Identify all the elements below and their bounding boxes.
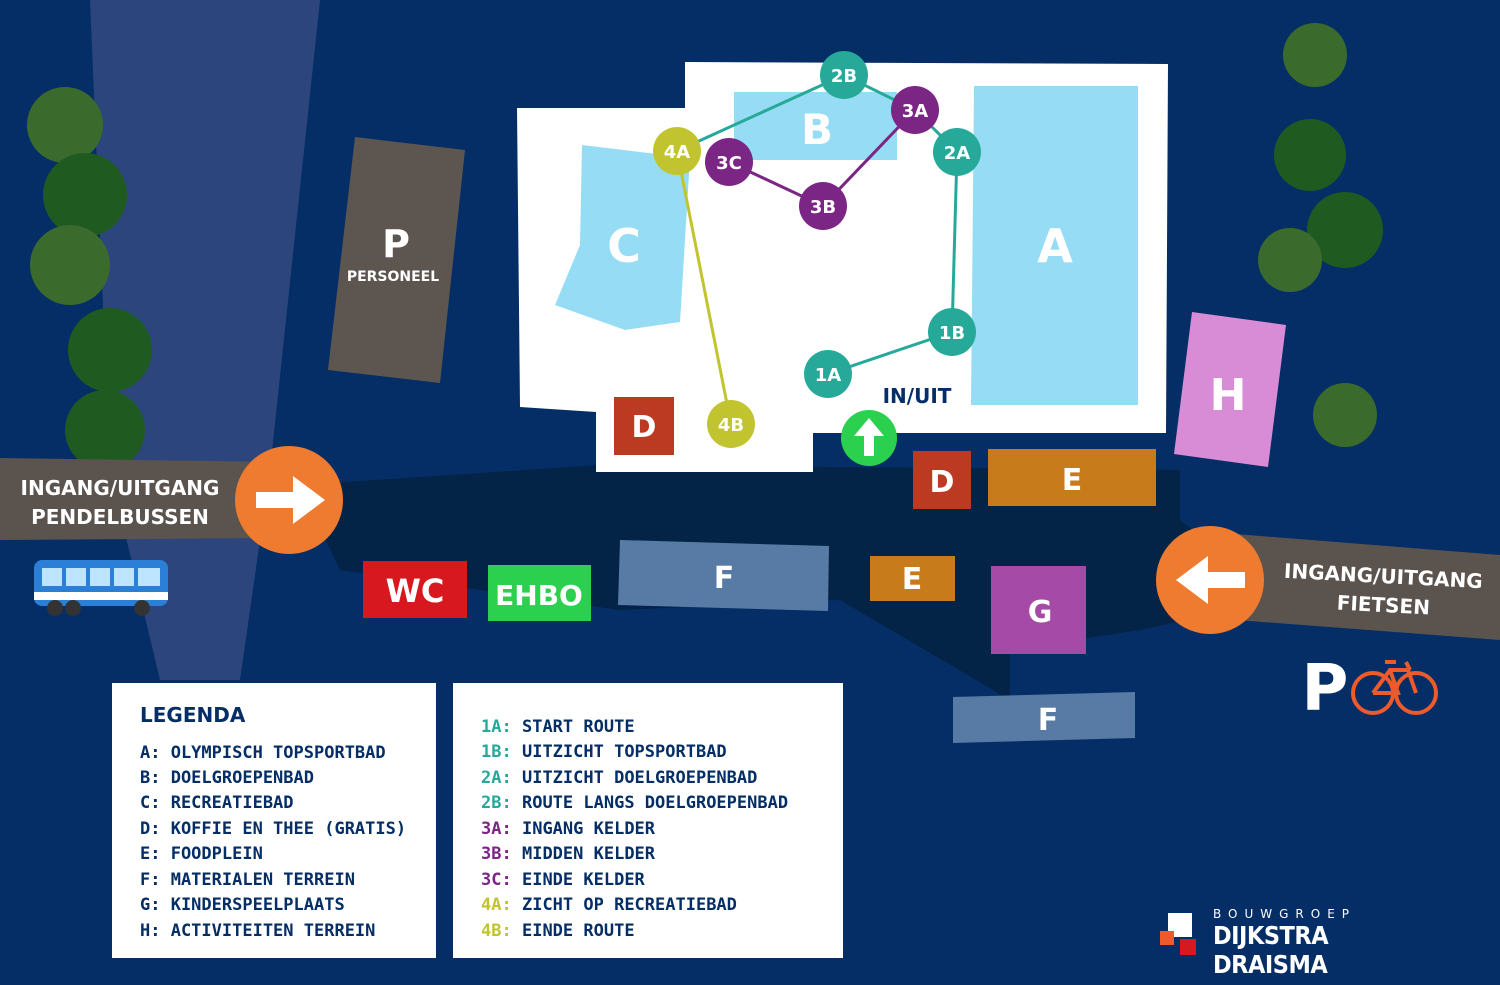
label-f1: F [714, 561, 735, 596]
label-c: C [607, 219, 641, 273]
label-a: A [1037, 219, 1073, 273]
label-h: H [1210, 370, 1247, 421]
route-label-3a: 3A [902, 101, 929, 122]
label-f2: F [1038, 703, 1059, 738]
wc-block[interactable] [363, 561, 467, 618]
route-label-1a: 1A [815, 365, 842, 386]
brand-mark-icon [1160, 913, 1196, 955]
route-legend-item: 4A: ZICHT OP RECREATIEBAD [481, 895, 737, 915]
route-legend-box: 1A: START ROUTE 1B: UITZICHT TOPSPORTBAD… [453, 683, 843, 958]
route-marker-2b[interactable] [820, 51, 868, 99]
building-f2[interactable] [953, 692, 1135, 743]
entrance-left-arrow-icon[interactable] [235, 446, 343, 554]
route-marker-3b[interactable] [799, 182, 847, 230]
route-label-4a: 4A [664, 142, 691, 163]
building-e1[interactable] [988, 449, 1156, 506]
label-d1: D [632, 410, 657, 445]
route-legend-item: 4B: EINDE ROUTE [481, 921, 635, 941]
label-personeel: PERSONEEL [347, 269, 439, 285]
route-label-4b: 4B [718, 415, 744, 436]
route-marker-4a[interactable] [653, 127, 701, 175]
route-marker-1b[interactable] [928, 308, 976, 356]
legend-title: LEGENDA [140, 703, 246, 727]
legend-item: F: MATERIALEN TERREIN [140, 870, 355, 890]
entrance-left-line1: INGANG/UITGANG [21, 476, 220, 500]
pool-b[interactable] [734, 92, 897, 160]
route-legend-item: 2A: UITZICHT DOELGROEPENBAD [481, 768, 758, 788]
route-legend-item: 1B: UITZICHT TOPSPORTBAD [481, 742, 727, 762]
brand-logo: BOUWGROEP DIJKSTRA DRAISMA [1158, 905, 1438, 979]
route-marker-2a[interactable] [933, 128, 981, 176]
route-legend-item: 2B: ROUTE LANGS DOELGROEPENBAD [481, 793, 789, 813]
legend-item: C: RECREATIEBAD [140, 793, 294, 813]
label-wc: WC [386, 572, 445, 610]
building-d2[interactable] [913, 451, 971, 509]
bus-icon [34, 560, 168, 616]
route-marker-3a[interactable] [891, 86, 939, 134]
road-left [0, 458, 280, 540]
in-uit-label: IN/UIT [883, 384, 952, 408]
route-label-2a: 2A [944, 143, 971, 164]
building-h[interactable] [1174, 312, 1286, 467]
route-marker-3c[interactable] [705, 138, 753, 186]
brand-main-text: DIJKSTRA DRAISMA [1213, 921, 1329, 979]
road-right [1210, 532, 1500, 640]
in-uit-arrow-icon[interactable] [841, 410, 897, 466]
building-e2[interactable] [870, 556, 955, 601]
route-label-3c: 3C [716, 153, 742, 174]
entrance-left-line2: PENDELBUSSEN [31, 505, 209, 529]
route-marker-4b[interactable] [707, 400, 755, 448]
label-d2: D [930, 465, 955, 500]
label-e2: E [902, 562, 923, 597]
entrance-right-arrow-icon[interactable] [1156, 526, 1264, 634]
legend-item: E: FOODPLEIN [140, 844, 263, 864]
route-label-3b: 3B [810, 197, 836, 218]
legend-item: A: OLYMPISCH TOPSPORTBAD [140, 743, 386, 763]
route-legend-item: 3C: EINDE KELDER [481, 870, 645, 890]
ehbo-block[interactable] [488, 565, 591, 621]
route-legend-item: 3A: INGANG KELDER [481, 819, 656, 839]
building-f1[interactable] [618, 540, 829, 611]
pool-c[interactable] [555, 145, 690, 330]
trees-left [27, 23, 1383, 470]
label-e1: E [1062, 463, 1083, 498]
parking-personeel[interactable] [328, 137, 465, 383]
legend-item: D: KOFFIE EN THEE (GRATIS) [140, 819, 407, 839]
bicycle-icon [1351, 660, 1438, 715]
legend-item: H: ACTIVITEITEN TERREIN [140, 921, 376, 941]
legend-box: LEGENDA A: OLYMPISCH TOPSPORTBAD B: DOEL… [112, 683, 436, 958]
route-legend-item: 3B: MIDDEN KELDER [481, 844, 656, 864]
label-g: G [1028, 595, 1053, 630]
legend-item: B: DOELGROEPENBAD [140, 768, 314, 788]
route-marker-1a[interactable] [804, 350, 852, 398]
route-legend-item: 1A: START ROUTE [481, 717, 635, 737]
brand-top-text: BOUWGROEP [1213, 907, 1357, 921]
building-d1[interactable] [614, 397, 674, 455]
label-ehbo: EHBO [495, 579, 583, 612]
building-g[interactable] [991, 566, 1086, 654]
legend-item: G: KINDERSPEELPLAATS [140, 895, 345, 915]
route-label-1b: 1B [939, 323, 965, 344]
bike-parking-p: P [1302, 652, 1349, 726]
entrance-right-line2: FIETSEN [1336, 591, 1430, 620]
route-label-2b: 2B [831, 66, 857, 87]
label-p: P [382, 222, 410, 266]
label-b: B [801, 105, 833, 154]
pool-a[interactable] [971, 86, 1138, 405]
